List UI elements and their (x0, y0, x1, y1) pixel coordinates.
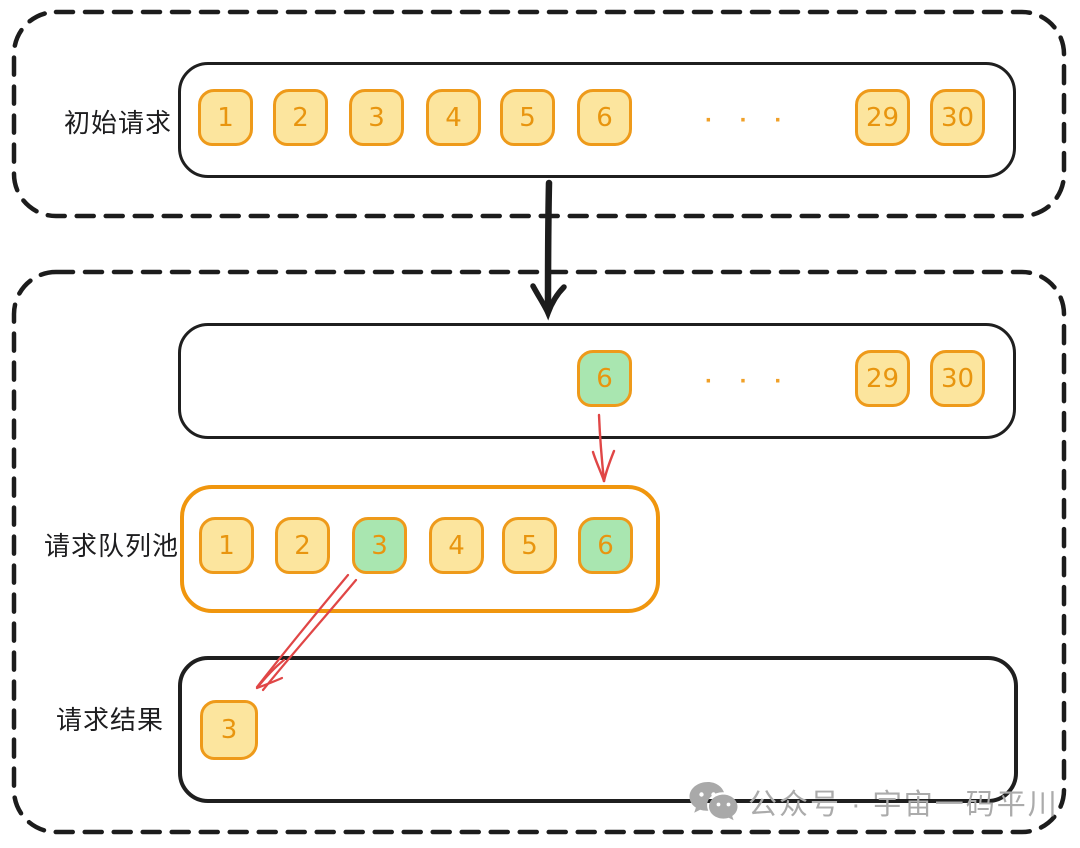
request-box: 30 (930, 89, 985, 146)
request-box: 30 (930, 350, 985, 407)
queue-pool-label: 请求队列池 (44, 531, 180, 561)
request-box-active: 3 (352, 517, 407, 574)
flow-arrow-down (530, 179, 567, 321)
initial-queue-tray: 1 2 3 4 5 6 · · · 29 30 (178, 62, 1016, 178)
request-box: 5 (502, 517, 557, 574)
request-box: 3 (349, 89, 404, 146)
watermark-text: 公众号 · 宇宙一码平川 (748, 789, 1059, 821)
request-box: 2 (273, 89, 328, 146)
ellipsis: · · · (705, 107, 793, 134)
initial-requests-label: 初始请求 (64, 108, 173, 138)
ellipsis: · · · (705, 368, 793, 395)
request-box: 6 (577, 89, 632, 146)
request-box-active: 6 (577, 350, 632, 407)
pending-queue-tray: 6 · · · 29 30 (178, 323, 1016, 439)
result-box: 3 (200, 700, 258, 760)
queue-pool-tray: 1 2 3 4 5 6 (180, 485, 660, 613)
watermark: 公众号 · 宇宙一码平川 (688, 780, 1059, 824)
request-box: 29 (855, 89, 910, 146)
request-box: 1 (198, 89, 253, 146)
request-box: 29 (855, 350, 910, 407)
request-box: 4 (429, 517, 484, 574)
wechat-icon (689, 782, 738, 821)
request-box: 2 (275, 517, 330, 574)
request-results-label: 请求结果 (56, 705, 165, 735)
request-box: 5 (500, 89, 555, 146)
request-box-active: 6 (578, 517, 633, 574)
request-box: 1 (199, 517, 254, 574)
request-box: 4 (426, 89, 481, 146)
